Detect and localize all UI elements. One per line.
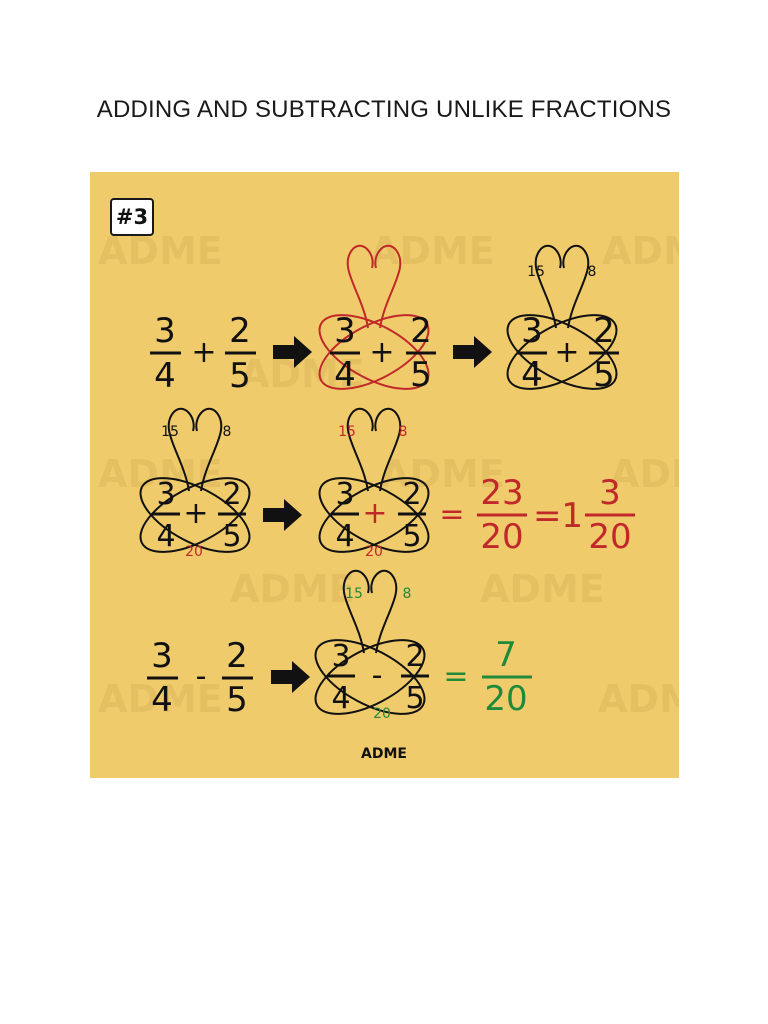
fraction-b-denominator: 5 [405, 681, 424, 716]
fraction-b-denominator: 5 [593, 355, 615, 395]
butterfly-red [318, 244, 430, 390]
watermark: ADME [602, 229, 679, 273]
credit-label: ADME [361, 746, 407, 762]
mixed-numerator: 3 [599, 473, 621, 513]
arrow-right-icon [273, 336, 312, 368]
minus-sign: - [372, 658, 383, 693]
fraction-b-numerator: 2 [402, 477, 421, 512]
fraction-b-numerator: 2 [222, 477, 241, 512]
cross-product-left: 15 [338, 424, 356, 440]
watermark: ADME [230, 567, 355, 611]
sum-numerator: 23 [480, 473, 523, 513]
fraction-b-denominator: 5 [402, 519, 421, 554]
sum-denominator: 20 [480, 517, 523, 557]
cross-product-right: 8 [588, 264, 597, 280]
fraction-b-numerator: 2 [405, 639, 424, 674]
fraction-a-denominator: 4 [335, 519, 354, 554]
fraction-a-denominator: 4 [156, 519, 175, 554]
butterfly-black [314, 569, 426, 715]
fraction-b-numerator: 2 [410, 311, 432, 351]
fraction-a-denominator: 4 [521, 355, 543, 395]
butterfly-black [506, 244, 618, 390]
fraction-a-numerator: 3 [156, 477, 175, 512]
mixed-denominator: 20 [588, 517, 631, 557]
fraction-a-numerator: 3 [151, 636, 173, 676]
equals-sign: = [443, 659, 468, 694]
arrow-right-icon [453, 336, 492, 368]
fraction-diagram: ADME ADME ADME ADME ADME ADME ADME ADME … [98, 229, 679, 762]
step-badge: #3 [110, 198, 154, 236]
cross-product-left: 15 [527, 264, 545, 280]
fraction-b-denominator: 5 [410, 355, 432, 395]
fraction-b-denominator: 5 [226, 680, 248, 720]
fraction-b-numerator: 2 [229, 311, 251, 351]
fraction-b-denominator: 5 [222, 519, 241, 554]
common-denominator: 20 [185, 544, 203, 560]
common-denominator: 20 [365, 544, 383, 560]
butterfly-black [139, 407, 251, 553]
cross-product-left: 15 [161, 424, 179, 440]
fraction-b-denominator: 5 [229, 356, 251, 396]
fraction-a-numerator: 3 [335, 477, 354, 512]
fraction-a-numerator: 3 [154, 311, 176, 351]
cross-product-right: 8 [223, 424, 232, 440]
fraction-a-denominator: 4 [331, 681, 350, 716]
watermark: ADME [480, 567, 605, 611]
butterfly-black [318, 407, 430, 553]
fraction-a-denominator: 4 [151, 680, 173, 720]
cross-product-left: 15 [345, 586, 363, 602]
fraction-a-denominator: 4 [154, 356, 176, 396]
difference-numerator: 7 [495, 635, 517, 675]
equals-sign: = [439, 497, 464, 532]
minus-sign: - [196, 659, 207, 694]
fraction-a-denominator: 4 [334, 355, 356, 395]
plus-sign: + [362, 496, 387, 531]
watermark: ADME [610, 452, 679, 496]
page-title: ADDING AND SUBTRACTING UNLIKE FRACTIONS [96, 96, 672, 123]
fraction-b-numerator: 2 [593, 311, 615, 351]
fraction-a-numerator: 3 [334, 311, 356, 351]
common-denominator: 20 [373, 706, 391, 722]
watermark: ADME [98, 229, 223, 273]
plus-sign: + [191, 335, 216, 370]
fraction-a-numerator: 3 [521, 311, 543, 351]
cross-product-right: 8 [403, 586, 412, 602]
illustration-panel: ADME ADME ADME ADME ADME ADME ADME ADME … [90, 172, 679, 778]
plus-sign: + [554, 335, 579, 370]
mixed-number-whole: =1 [533, 496, 583, 536]
watermark: ADME [598, 677, 679, 721]
watermark: ADME [380, 452, 505, 496]
difference-denominator: 20 [484, 679, 527, 719]
fraction-a-numerator: 3 [331, 639, 350, 674]
plus-sign: + [369, 335, 394, 370]
cross-product-right: 8 [399, 424, 408, 440]
plus-sign: + [183, 496, 208, 531]
fraction-b-numerator: 2 [226, 636, 248, 676]
watermark: ADME [370, 229, 495, 273]
arrow-right-icon [271, 661, 310, 693]
arrow-right-icon [263, 499, 302, 531]
watermark: ADME [98, 677, 223, 721]
